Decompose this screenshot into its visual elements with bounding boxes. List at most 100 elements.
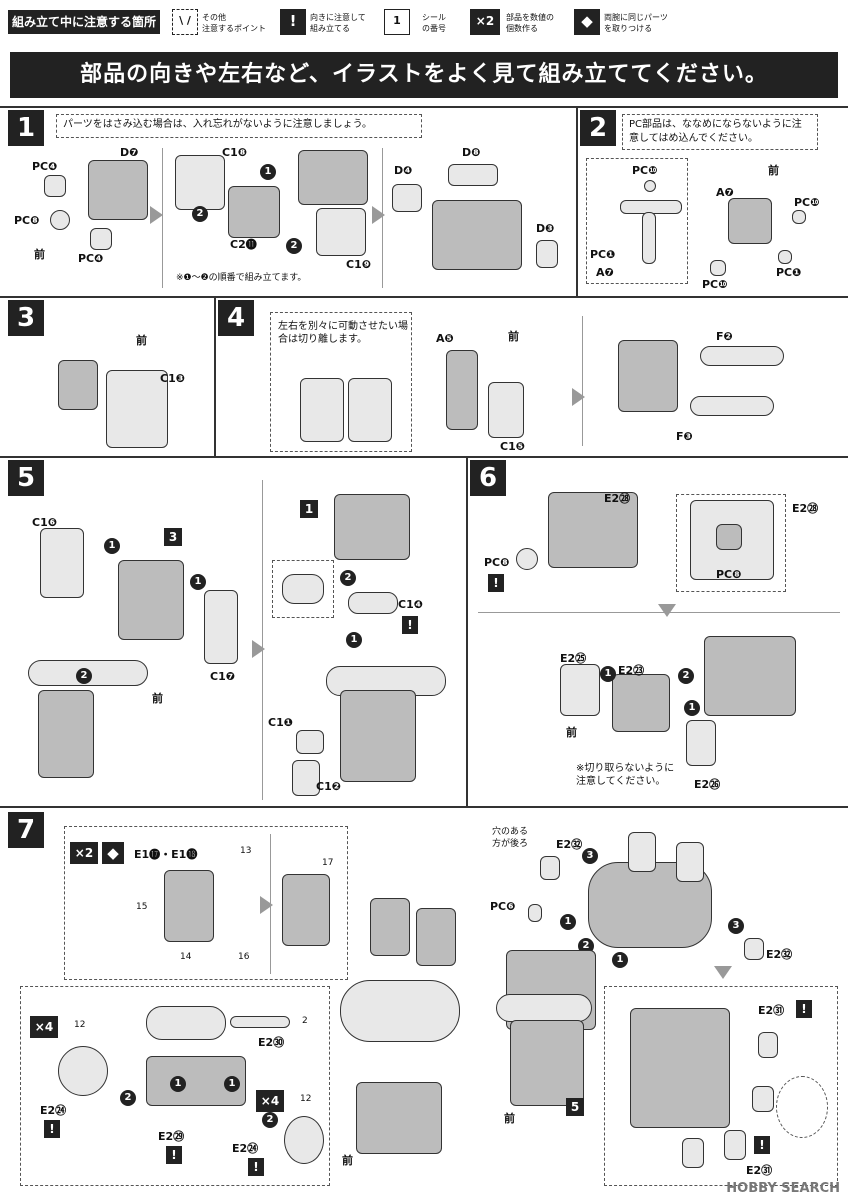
label: E2㉜ [766,948,793,961]
order-1-icon: 1 [684,700,700,716]
detail-box [272,560,334,618]
part-d3 [536,240,558,268]
order-1-icon: 1 [612,952,628,968]
label: PC❽ [484,556,510,569]
caution-icon: ! [44,1120,60,1138]
part-d7 [88,160,148,220]
detail-box [20,986,330,1186]
assembly-part [704,636,796,716]
label: PC❹ [32,160,58,173]
detail-box [676,494,786,592]
main-banner: 部品の向きや左右など、イラストをよく見て組み立ててください。 [10,52,838,98]
caution-icon: ! [402,616,418,634]
torso-part [432,200,522,270]
divider [466,456,468,806]
part-c17 [204,590,238,664]
label: 前 [566,726,577,739]
multiply-icon: ×2 [470,9,500,35]
pc-10 [710,260,726,276]
pc-part [50,210,70,230]
part-e2-31 [724,1130,746,1160]
caution-icon: ! [280,9,306,35]
step-5-number: 5 [8,460,44,496]
part-a7 [728,198,772,244]
step-1-note: パーツをはさみ込む場合は、入れ忘れがないように注意しましょう。 [56,114,422,138]
divider [0,806,848,808]
caution-icon: ! [488,574,504,592]
order-note: ※❶～❷の順番で組み立てます。 [176,273,307,283]
label: F❸ [676,430,693,443]
label: PC❶ [590,248,616,261]
pc-1 [778,250,792,264]
label: C1❹ [398,598,424,611]
part-c14 [282,574,324,604]
order-1-icon: 1 [224,1076,240,1092]
arm-part [628,832,656,872]
torso-part [334,494,410,560]
pc-10 [792,210,806,224]
multiply-icon: ×4 [30,1016,58,1038]
legend-bar: 組み立て中に注意する箇所 \ / その他 注意するポイント ! 向きに注意して … [0,0,848,44]
next-arrow-icon [260,896,273,914]
step-4-note: 左右を別々に可動させたい場合は切り離します。 [278,321,408,345]
label: D❹ [394,164,413,177]
label: PC❽ [716,568,742,581]
order-2-icon: 2 [340,570,356,586]
sticker-15: 15 [136,902,148,912]
order-1-icon: 1 [190,574,206,590]
sticker-17: 17 [322,858,334,868]
order-3-icon: 3 [582,848,598,864]
part-a5 [446,350,478,430]
arm-part [164,870,214,942]
label: 前 [34,248,45,261]
part-d8 [448,164,498,186]
label: PC❻ [490,900,516,913]
pc-10 [644,180,656,192]
detail-box [64,826,348,980]
detail-box [270,312,412,452]
both-arms-icon: ◆ [102,842,124,864]
pc-8 [716,524,742,550]
body-part [58,360,98,410]
part-c19 [316,208,366,256]
step-4-number: 4 [218,300,254,336]
label: C1❸ [160,372,186,385]
label: C1❼ [210,670,236,683]
part-a7 [642,212,656,264]
label: 前 [136,334,147,347]
part-e2-24 [284,1116,324,1164]
sticker-13: 13 [240,846,252,856]
label: PC❽ [14,214,40,227]
multiply-icon: ×2 [70,842,98,864]
part-c18 [175,155,225,210]
label: 前 [152,692,163,705]
step-2-number: 2 [580,110,616,146]
order-1-icon: 1 [260,164,276,180]
assembly-part [298,150,368,205]
both-arms-icon: ◆ [574,9,600,35]
label: PC❿ [702,278,728,291]
label: E2㉘ [604,492,631,505]
step-6-number: 6 [470,460,506,496]
label: C1❽ [222,146,248,159]
part-e2-28 [548,492,638,568]
step-2-note: PC部品は、ななめにならないように注意してはめ込んでください。 [622,114,818,150]
legend-item3-text: シール の番号 [422,13,446,33]
order-1-icon: 1 [346,632,362,648]
sticker-14: 14 [180,952,192,962]
label: C1❾ [346,258,372,271]
label: A❺ [436,332,454,345]
cut-note: ※切り取らないように 注意してください。 [576,763,675,787]
other-point-icon: \ / [172,9,198,35]
step-ref-3: 3 [164,528,182,546]
label: E2㉔ [232,1142,259,1155]
part-e2-23 [612,674,670,732]
next-arrow-icon [372,206,385,224]
order-2-icon: 2 [286,238,302,254]
legend-item4-text: 部品を数値の 個数作る [506,13,554,33]
backpack-detail [630,1008,730,1128]
divider [214,296,216,456]
part-e2-26 [686,720,716,766]
hole-note: 穴のある 方が後ろ [492,827,529,849]
sticker-12: 12 [74,1020,86,1030]
